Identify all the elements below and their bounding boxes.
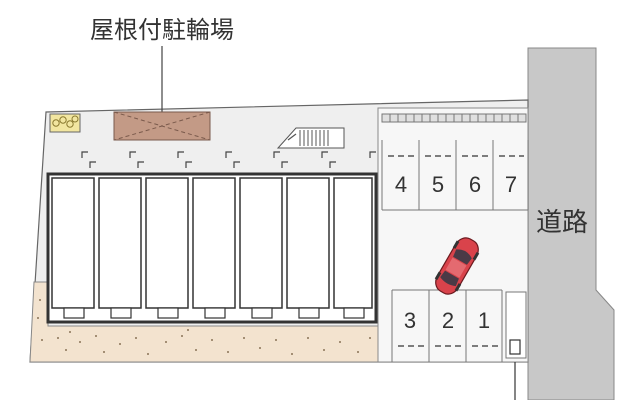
parking-space-1: 1 [478, 308, 490, 333]
parking-space-6: 6 [469, 172, 481, 197]
bicycle-parking-label: 屋根付駐輪場 [90, 16, 234, 44]
road-area [527, 47, 615, 400]
car-icon [434, 237, 480, 295]
parking-space-3: 3 [404, 308, 416, 333]
gate-box [505, 291, 527, 400]
building-unit [145, 177, 189, 309]
parking-row-upper [381, 140, 529, 211]
building-unit [192, 177, 236, 309]
parking-space-7: 7 [505, 172, 517, 197]
fence-posts [389, 114, 519, 122]
unit-balcony [157, 307, 179, 319]
roof-icon [113, 111, 211, 141]
parking-space-2: 2 [442, 308, 454, 333]
unit-balcony [251, 307, 273, 319]
shrub-icon [49, 113, 81, 133]
building-unit [239, 177, 283, 309]
building-unit [333, 177, 373, 309]
road-label: 道路 [536, 208, 588, 238]
apartment-building [46, 172, 378, 324]
gravel-dots [37, 299, 371, 355]
unit-entrance-marks [81, 151, 376, 168]
unit-balcony [298, 307, 320, 319]
building-unit [286, 177, 330, 309]
unit-balcony [110, 307, 132, 319]
parking-space-5: 5 [432, 172, 444, 197]
parking-area [377, 107, 529, 363]
building-unit [98, 177, 142, 309]
stairs-icon [276, 127, 345, 149]
building-unit [51, 177, 95, 309]
unit-balcony [343, 307, 365, 319]
parking-space-4: 4 [395, 172, 407, 197]
unit-balcony [63, 307, 85, 319]
unit-balcony [204, 307, 226, 319]
